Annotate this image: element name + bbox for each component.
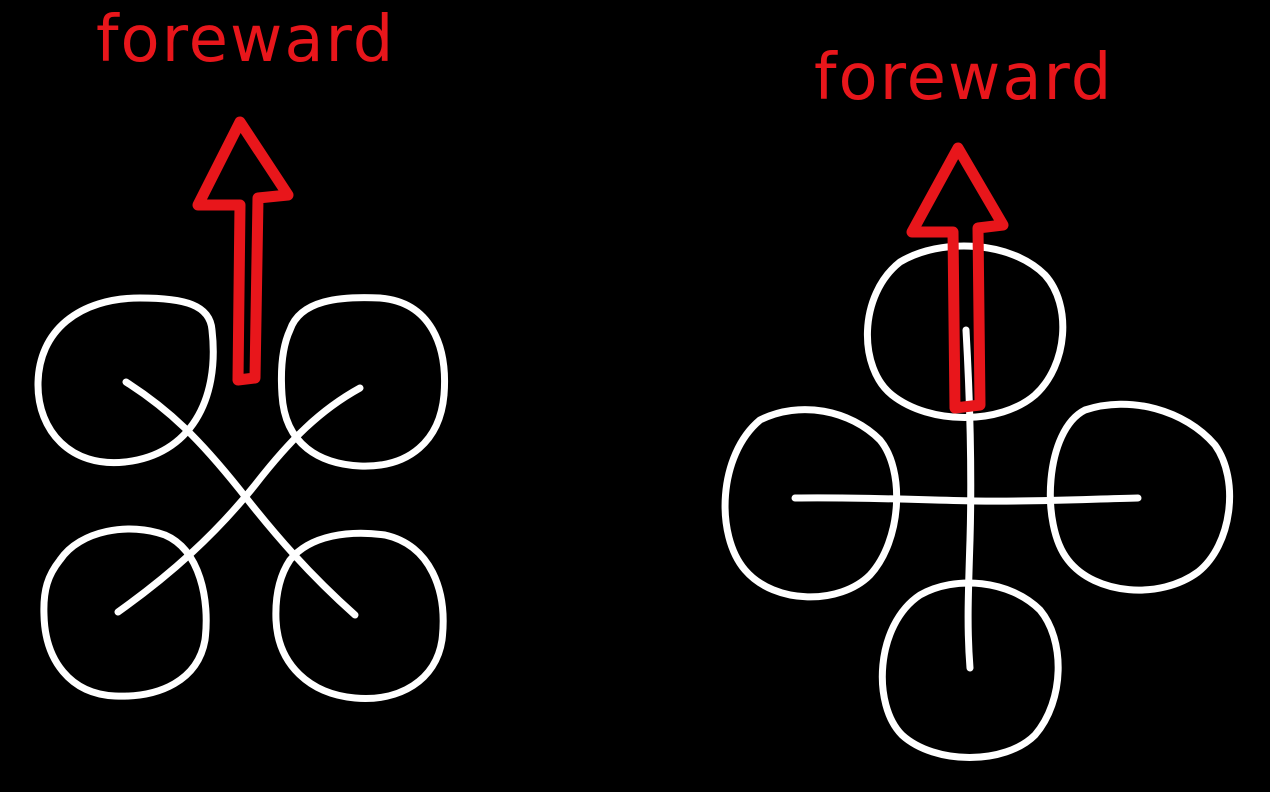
x-config-frame <box>34 294 449 702</box>
prop-front-right <box>277 294 449 470</box>
forward-arrow-right <box>906 142 1009 414</box>
prop-front <box>864 242 1067 421</box>
arm-fl-rr <box>122 378 359 619</box>
prop-rear-right <box>272 529 447 702</box>
arm-vertical <box>962 326 975 672</box>
prop-left <box>721 406 901 601</box>
forward-label-left: foreward <box>96 3 396 77</box>
plus-config-frame <box>721 242 1234 761</box>
forward-arrow-left <box>192 116 294 386</box>
forward-label-right: foreward <box>814 41 1114 115</box>
prop-rear <box>878 579 1062 761</box>
arm-horizontal <box>791 494 1142 505</box>
prop-rear-left <box>40 525 210 700</box>
prop-right <box>1046 400 1234 594</box>
arm-fr-rl <box>114 384 364 616</box>
